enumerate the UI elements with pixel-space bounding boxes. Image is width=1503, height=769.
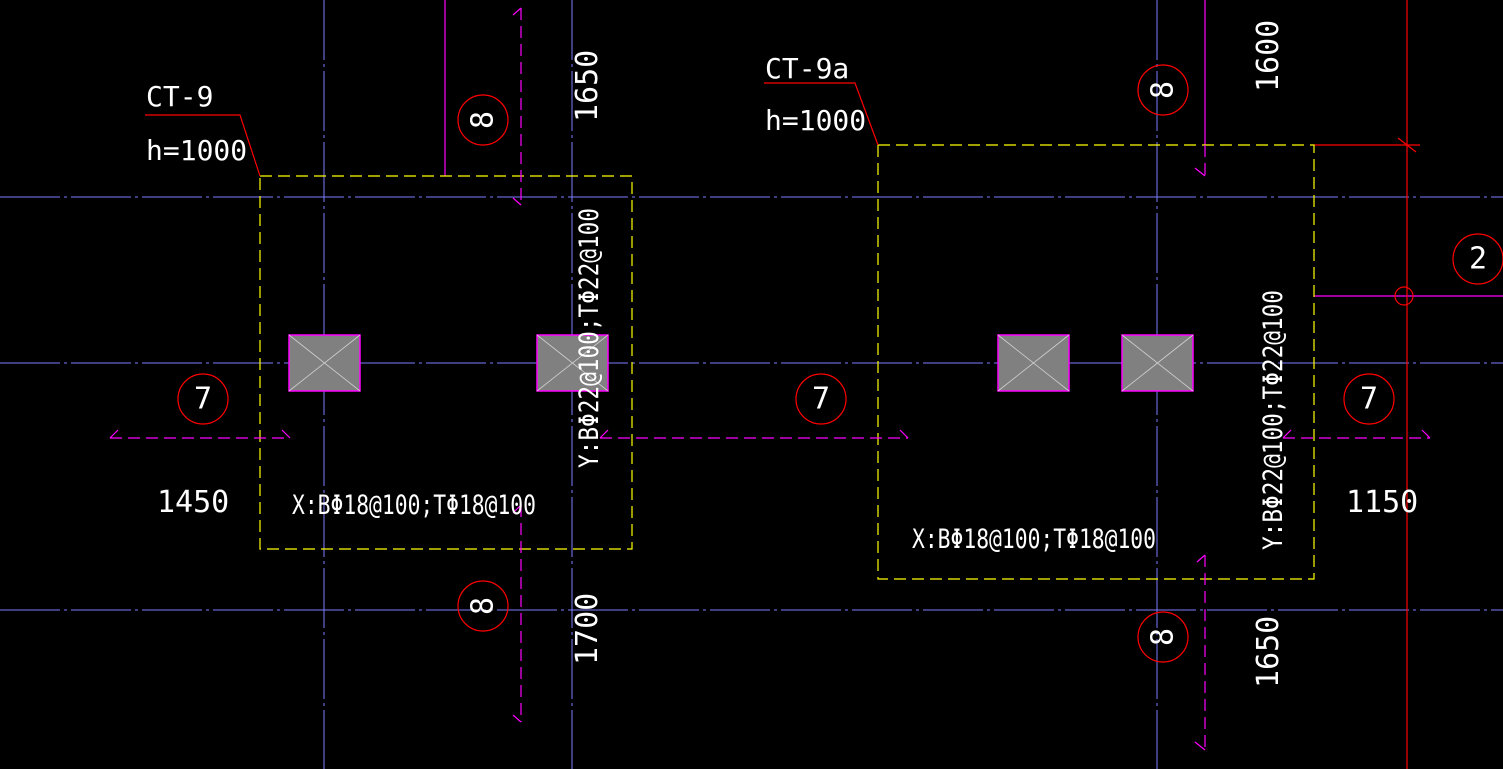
- axis-bubble-label: 2: [1469, 242, 1487, 277]
- section-mark-label: 7: [812, 382, 830, 417]
- horizontal-grid-axes: [0, 196, 1503, 611]
- axis-bubble[interactable]: 2: [1452, 233, 1503, 285]
- dimension-labels: 1650 1600 1700 1650 1450 1150: [157, 20, 1418, 688]
- section-mark-bubble-6[interactable]: 7: [795, 373, 847, 425]
- reinf-y-ct9: Y:BΦ22@100;TΦ22@100: [574, 208, 605, 468]
- section-cut-lines: [109, 7, 1431, 751]
- section-mark-label: 8: [1146, 81, 1181, 99]
- red-axis: [1314, 0, 1420, 769]
- section-mark-bubbles: 8 8 8 8 7 7 7: [177, 64, 1395, 663]
- section-mark-bubble-3[interactable]: 8: [457, 580, 509, 632]
- reinforcement-notes: X:BΦ18@100;TΦ18@100 Y:BΦ22@100;TΦ22@100 …: [292, 208, 1289, 555]
- section-mark-label: 7: [194, 382, 212, 417]
- section-mark-bubble-5[interactable]: 7: [177, 373, 229, 425]
- cap-tag-ct9a: CT-9a: [765, 52, 849, 85]
- reinf-x-ct9: X:BΦ18@100;TΦ18@100: [292, 490, 536, 521]
- section-mark-label: 7: [1360, 382, 1378, 417]
- pile-1[interactable]: [288, 334, 361, 392]
- dimension-label: 1450: [157, 485, 229, 520]
- pile-3[interactable]: [997, 334, 1070, 392]
- section-mark-bubble-2[interactable]: 8: [1137, 64, 1189, 116]
- section-mark-label: 8: [1146, 628, 1181, 646]
- dimension-label: 1650: [1251, 616, 1286, 688]
- dimension-label: 1150: [1346, 485, 1418, 520]
- piles: [288, 334, 1194, 392]
- dimension-label: 1700: [570, 593, 605, 665]
- pile-4[interactable]: [1121, 334, 1194, 392]
- dimension-label: 1650: [570, 50, 605, 122]
- section-mark-bubble-4[interactable]: 8: [1137, 611, 1189, 663]
- section-mark-bubble-1[interactable]: 8: [457, 94, 509, 146]
- cap-height-ct9: h=1000: [146, 134, 247, 167]
- section-mark-label: 8: [466, 597, 501, 615]
- reinf-x-ct9a: X:BΦ18@100;TΦ18@100: [912, 524, 1156, 555]
- wall-lines: [444, 0, 1503, 297]
- pile-cap-outline-ct9a[interactable]: [877, 144, 1315, 580]
- section-mark-bubble-7[interactable]: 7: [1343, 373, 1395, 425]
- pile-2[interactable]: [536, 334, 609, 392]
- cap-tag-ct9: CT-9: [146, 80, 213, 113]
- cap-tags: CT-9 h=1000 CT-9a h=1000: [146, 52, 866, 167]
- pile-cap-outline-ct9[interactable]: [259, 175, 633, 550]
- dimension-label: 1600: [1251, 20, 1286, 92]
- tag-leaders: [145, 82, 879, 177]
- axis-node-circle: [1394, 286, 1414, 306]
- section-mark-label: 8: [466, 111, 501, 129]
- cap-height-ct9a: h=1000: [765, 104, 866, 137]
- reinf-y-ct9a: Y:BΦ22@100;TΦ22@100: [1258, 290, 1289, 550]
